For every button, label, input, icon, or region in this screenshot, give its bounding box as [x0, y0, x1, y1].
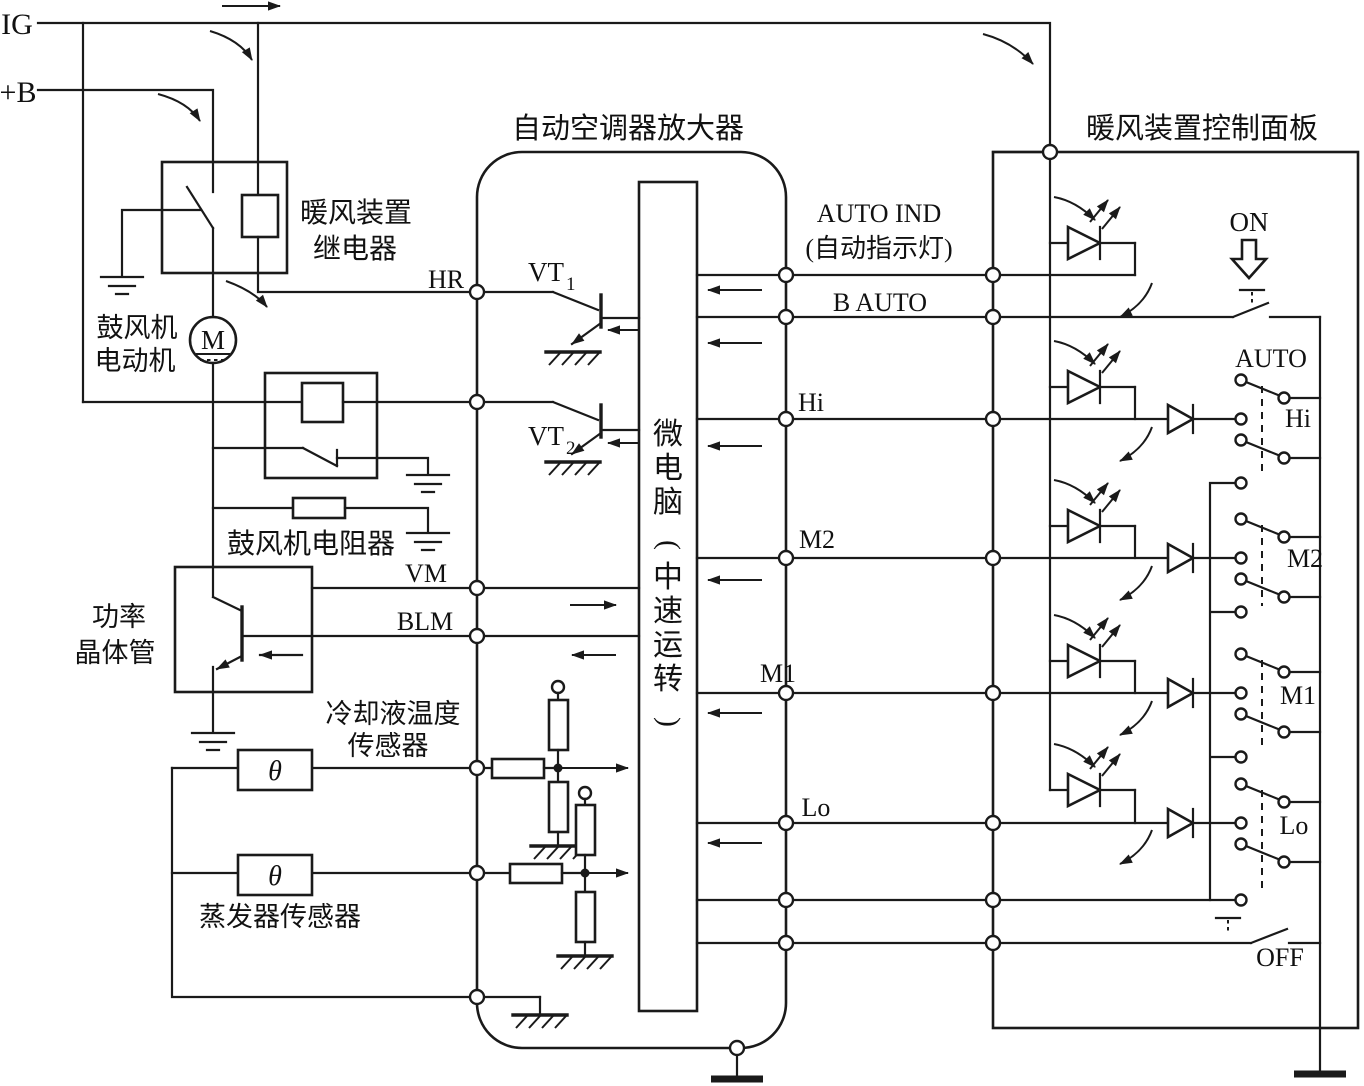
- coolant-sensor-box: [236, 748, 314, 792]
- blower-motor: [188, 315, 242, 612]
- label-amp-title: 自动空调器放大器: [512, 112, 744, 145]
- label-coolant-1: 冷却液温度: [326, 699, 461, 729]
- vt1-transistor: [475, 290, 641, 367]
- micro-char: 转: [653, 663, 683, 696]
- signal-rows: [695, 273, 1322, 945]
- label-coolant-2: 传感器: [348, 731, 429, 761]
- label-theta-evap: θ: [268, 861, 282, 892]
- label-theta-coolant: θ: [268, 756, 282, 787]
- label-motor-m: M: [201, 325, 225, 355]
- temperature-sensors: [170, 748, 542, 999]
- micro-char: (: [653, 540, 686, 550]
- label-blower-motor-2: 电动机: [95, 346, 176, 376]
- micro-char: ): [653, 717, 686, 727]
- relay-switch-arm: [185, 185, 215, 230]
- label-blm: BLM: [397, 607, 453, 636]
- label-auto-ind-cn: (自动指示灯): [805, 234, 952, 263]
- resistor: [547, 780, 570, 834]
- micro-char: 速: [653, 595, 683, 628]
- label-sw-m2: M2: [1287, 544, 1323, 573]
- led-auto-ind: [1050, 197, 1152, 317]
- resistor: [490, 757, 546, 780]
- resistor: [574, 890, 597, 944]
- led-hi: [1050, 341, 1152, 461]
- label-sw-lo: Lo: [1280, 811, 1309, 840]
- label-row-hi: Hi: [798, 388, 824, 417]
- label-off: OFF: [1256, 943, 1304, 972]
- amplifier-box: [475, 150, 788, 1050]
- switch-contacts: [1234, 373, 1291, 907]
- microcomputer-box: [637, 180, 699, 1013]
- label-vt2: VT: [528, 421, 564, 451]
- micro-char: 运: [653, 629, 683, 662]
- on-indicator: [1229, 238, 1269, 280]
- label-panel-title: 暖风装置控制面板: [1086, 112, 1318, 145]
- ref-terminal: [577, 785, 593, 801]
- label-heater-relay-1: 暖风装置: [300, 197, 412, 229]
- label-on: ON: [1230, 207, 1269, 237]
- label-sw-hi: Hi: [1285, 404, 1311, 433]
- micro-char: 微: [653, 418, 683, 451]
- label-power-transistor-1: 功率: [92, 602, 146, 632]
- micro-char: 脑: [653, 486, 683, 519]
- resistor: [547, 698, 570, 752]
- label-ig: IG: [1, 8, 33, 41]
- label-evaporator: 蒸发器传感器: [199, 902, 361, 932]
- heater-relay: [99, 160, 479, 319]
- ground-bus: [1288, 315, 1346, 1074]
- label-heater-relay-2: 继电器: [313, 233, 397, 265]
- label-hr: HR: [428, 265, 465, 294]
- label-row-lo: Lo: [802, 793, 831, 822]
- power-transistor: [173, 565, 479, 752]
- label-row-m2: M2: [799, 525, 835, 554]
- label-vt2-sub: 2: [566, 438, 576, 459]
- label-blower-motor-1: 鼓风机: [97, 313, 178, 343]
- label-row-m1: M1: [760, 659, 796, 688]
- relay-coil: [300, 381, 345, 424]
- vt2-transistor: [475, 400, 641, 477]
- label-vm: VM: [405, 559, 447, 588]
- resistor: [291, 496, 347, 520]
- label-power-transistor-2: 晶体管: [75, 638, 156, 668]
- sensor-divider-network: [475, 679, 629, 971]
- led-m1: [1050, 615, 1152, 735]
- control-panel-box: [991, 150, 1360, 1030]
- flow-arrows: [157, 1, 1034, 308]
- label-vt1-sub: 1: [566, 274, 576, 295]
- led-lo: [1050, 744, 1152, 864]
- relay-coil: [240, 193, 280, 239]
- label-auto-ind: AUTO IND: [817, 199, 941, 228]
- resistor: [574, 803, 597, 857]
- led-m2: [1050, 480, 1152, 600]
- resistor: [508, 862, 564, 885]
- ref-terminal: [550, 679, 566, 695]
- micro-char: 电: [653, 452, 683, 485]
- label-plus-b: +B: [0, 76, 36, 109]
- micro-char: 中: [653, 561, 683, 594]
- label-vt1: VT: [528, 257, 564, 287]
- power-rails: [36, 21, 1052, 404]
- label-sw-m1: M1: [1280, 681, 1316, 710]
- label-blower-resistor: 鼓风机电阻器: [227, 528, 395, 560]
- emitter-arrow: [215, 655, 242, 671]
- relay-switch-arm: [301, 446, 339, 468]
- on-arrow-icon: [1229, 238, 1269, 280]
- panel-leds: [1050, 197, 1152, 864]
- panel-terminals: [984, 143, 1059, 952]
- selector-switches: [1208, 373, 1291, 907]
- row-diodes: [1166, 403, 1195, 839]
- evaporator-sensor-box: [236, 853, 314, 897]
- label-auto-switch: AUTO: [1235, 344, 1307, 373]
- microcomputer-label: 微 电 脑 ( 中 速 运 转 ): [653, 418, 686, 727]
- led-power-bus: [991, 150, 1052, 792]
- vm-blm-lines: [475, 586, 641, 660]
- amplifier-terminals: [468, 266, 795, 1057]
- blower-resistor: [211, 496, 451, 552]
- blower-resistor-relay: [81, 371, 479, 494]
- label-b-auto: B AUTO: [833, 288, 927, 317]
